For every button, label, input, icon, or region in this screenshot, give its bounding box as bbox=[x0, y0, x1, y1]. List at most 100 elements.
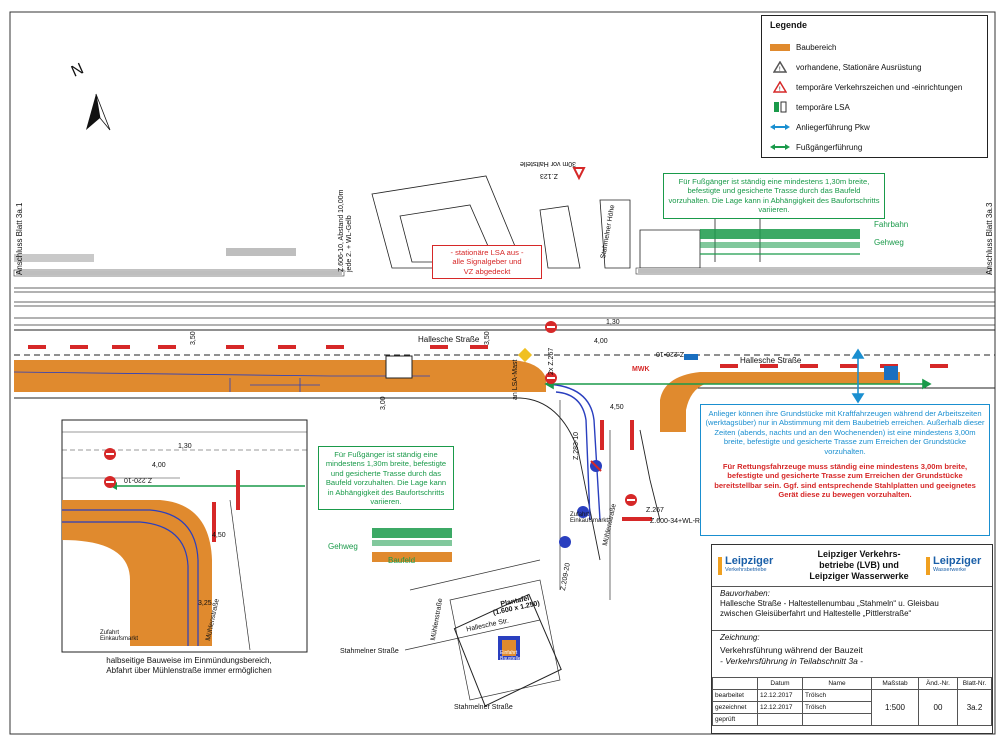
legend-label: Baubereich bbox=[796, 42, 837, 52]
street-stahmelner-2: Stahmelner Straße bbox=[454, 704, 513, 711]
lvb-logo-text: Leipziger bbox=[725, 555, 774, 567]
dim-400b: 4,00 bbox=[152, 462, 166, 469]
warning-triangle-red-icon: ! bbox=[770, 81, 790, 93]
green-double-arrow-icon bbox=[770, 141, 790, 153]
gehweg-label: Gehweg bbox=[874, 238, 904, 247]
zeichnung-text: Verkehrsführung während der Bauzeit bbox=[720, 645, 863, 655]
title-divider bbox=[712, 630, 992, 631]
legend: Legende Baubereich ! vorhandene, Station… bbox=[761, 15, 988, 158]
plan-board bbox=[453, 593, 562, 707]
sign-z267a-label: 2x Z.267 bbox=[548, 347, 555, 375]
dim-130b: 1,30 bbox=[178, 443, 192, 450]
title-block: Leipziger Verkehrsbetriebe Leipziger Ver… bbox=[711, 544, 993, 734]
sheet-number: 3a.2 bbox=[957, 689, 992, 726]
lvb-logo-mark bbox=[718, 557, 722, 575]
sign-z606-label: Z.606-10, Abstand 10,00m jede 2. + WL-Ge… bbox=[338, 189, 353, 273]
tram-tracks bbox=[14, 287, 995, 326]
sign-z123-distance: 30m vor Haltstelle bbox=[520, 160, 577, 167]
zufahrt-inset-label: Zufahrt Einkaufsmarkt bbox=[100, 630, 139, 642]
legend-label: temporäre Verkehrszeichen und -einrichtu… bbox=[796, 82, 963, 92]
sheet-border bbox=[9, 11, 996, 735]
legend-item: Fußgängerführung bbox=[770, 140, 862, 154]
pedestrian-note-inset: Für Fußgänger ist ständig eine mindesten… bbox=[318, 446, 454, 511]
row-name: Trölsch bbox=[802, 689, 872, 702]
baufeld-label: Baufeld bbox=[388, 556, 416, 565]
north-curb-hatch bbox=[13, 248, 992, 277]
row-date: 12.12.2017 bbox=[757, 689, 803, 702]
sign-z220-label: Z.220-10 bbox=[656, 350, 685, 357]
bauvorhaben-text: Hallesche Straße - Haltestellenumbau „St… bbox=[720, 599, 939, 618]
zufahrt-label: Zufahrt Einkaufsmarkt bbox=[570, 512, 609, 524]
legend-label: temporäre LSA bbox=[796, 102, 850, 112]
lww-logo-text: Leipziger bbox=[933, 555, 982, 567]
sign-markers bbox=[385, 167, 898, 548]
row-role: geprüft bbox=[712, 713, 758, 726]
table-header: Maßstab bbox=[871, 677, 919, 690]
row-role: bearbeitet bbox=[712, 689, 758, 702]
warning-triangle-gray-icon: ! bbox=[770, 61, 790, 73]
table-header bbox=[712, 677, 758, 690]
vehicle-route-curve bbox=[545, 383, 601, 521]
road-edges bbox=[14, 329, 995, 561]
legend-title: Legende bbox=[770, 20, 808, 30]
dim-130: 1,30 bbox=[606, 319, 620, 326]
legend-label: Fußgängerführung bbox=[796, 142, 863, 152]
lww-logo: Leipziger Wasserwerke bbox=[926, 555, 982, 575]
svg-text:!: ! bbox=[779, 87, 781, 93]
dim-450b: 4,50 bbox=[212, 532, 226, 539]
access-route-arrow bbox=[851, 348, 865, 404]
legend-item: ! temporäre Verkehrszeichen und -einrich… bbox=[770, 80, 962, 94]
barrier-strips bbox=[28, 345, 948, 521]
legend-label: Anliegerführung Pkw bbox=[796, 122, 870, 132]
lww-logo-mark bbox=[926, 557, 930, 575]
rescue-note: Für Rettungsfahrzeuge muss ständig eine … bbox=[714, 462, 976, 500]
table-row: geprüft bbox=[712, 713, 992, 726]
sign-z123-label: Z.123 bbox=[540, 172, 558, 179]
detail-inset bbox=[61, 419, 308, 653]
sign-z283-label: Z.283-10 bbox=[573, 431, 580, 460]
table-row: bearbeitet 12.12.2017 Trölsch 1:500 00 3… bbox=[712, 689, 992, 726]
svg-text:!: ! bbox=[779, 67, 781, 73]
baustelle-label: Einfahrt Baustelle bbox=[500, 650, 521, 662]
orange-bar-icon bbox=[770, 41, 790, 53]
zeichnung-label: Zeichnung: bbox=[720, 633, 760, 642]
pedestrian-note: Für Fußgänger ist ständig eine mindesten… bbox=[663, 173, 885, 219]
scale-value: 1:500 bbox=[871, 689, 919, 726]
dim-400: 4,00 bbox=[594, 338, 608, 345]
access-note-box: Anlieger können ihre Grundstücke mit Kra… bbox=[700, 404, 990, 536]
traffic-light-icon bbox=[770, 101, 790, 113]
bauvorhaben-label: Bauvorhaben: bbox=[720, 589, 770, 598]
lww-logo-sub: Wasserwerke bbox=[933, 567, 967, 573]
row-date bbox=[757, 713, 803, 726]
north-arrow-icon bbox=[86, 93, 111, 131]
sign-z220-inset-label: Z.220-10 bbox=[124, 476, 153, 483]
street-stahmelner-1: Stahmelner Straße bbox=[340, 648, 399, 655]
legend-item: temporäre LSA bbox=[770, 100, 850, 114]
sheet-ref-left: Anschluss Blatt 3a.1 bbox=[15, 202, 24, 275]
sign-z600-label: Z.600-34+WL-Rot bbox=[650, 518, 706, 525]
revision-table: Datum Name Maßstab Änd.-Nr. Blatt-Nr. be… bbox=[712, 677, 992, 726]
street-hallesche-2: Hallesche Straße bbox=[740, 356, 802, 365]
row-name bbox=[802, 713, 872, 726]
row-date: 12.12.2017 bbox=[757, 701, 803, 714]
table-header: Name bbox=[802, 677, 872, 690]
crossing-schematic-inset bbox=[372, 528, 452, 562]
inset-caption: halbseitige Bauweise im Einmündungsberei… bbox=[84, 656, 294, 676]
fahrbahn-label: Fahrbahn bbox=[874, 220, 909, 229]
lvb-logo-sub: Verkehrsbetriebe bbox=[725, 567, 767, 573]
dim-300: 3,00 bbox=[380, 396, 387, 410]
dim-325: 3,25 bbox=[198, 600, 212, 607]
sheet-ref-right: Anschluss Blatt 3a.3 bbox=[985, 202, 994, 275]
sign-z267b-label: Z.267 bbox=[646, 507, 664, 514]
legend-item: Baubereich bbox=[770, 40, 836, 54]
lsa-off-note: - stationäre LSA aus - alle Signalgeber … bbox=[432, 245, 542, 280]
table-header: Änd.-Nr. bbox=[918, 677, 958, 690]
table-header-row: Datum Name Maßstab Änd.-Nr. Blatt-Nr. bbox=[712, 677, 992, 690]
row-role: gezeichnet bbox=[712, 701, 758, 714]
lsa-mast-label: an LSA-Mast bbox=[512, 359, 519, 400]
table-row: gezeichnet 12.12.2017 Trölsch bbox=[712, 701, 992, 714]
row-name: Trölsch bbox=[802, 701, 872, 714]
dim-350b: 3,50 bbox=[484, 331, 491, 345]
